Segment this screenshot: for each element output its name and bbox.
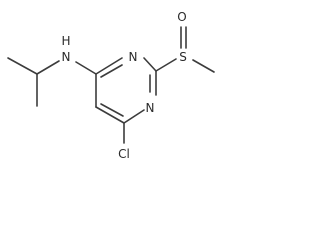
atom-hydrogen-label: H: [61, 34, 70, 48]
isopropyl-group: [7, 57, 60, 107]
bond-nh-to-ring: [75, 61, 97, 75]
bond-c4-n3-double: [100, 64, 123, 78]
bond-c6-c5-double: [100, 103, 124, 117]
pyrimidine-ring: [95, 57, 157, 124]
bond-methyl-upper: [7, 57, 38, 75]
atom-ring-nitrogen-top-label: N: [129, 50, 138, 64]
bond-c4-n3: [95, 57, 123, 75]
molecule-structure-diagram: H N N N S O Cl: [7, 10, 215, 161]
bond-n3-c2: [143, 57, 157, 72]
bond-c2-s: [155, 58, 177, 72]
bond-ch-to-nh: [36, 60, 60, 75]
bond-n1-c6: [123, 109, 145, 124]
atom-sulfur-label: S: [179, 50, 187, 64]
atom-ring-nitrogen-bottom-label: N: [146, 101, 155, 115]
atom-amine-nitrogen-label: N: [62, 50, 71, 64]
bond-s-methyl: [192, 59, 215, 73]
bond-c6-c5: [95, 106, 125, 124]
atom-oxygen-label: O: [177, 10, 186, 24]
atom-chlorine-label: Cl: [118, 147, 130, 161]
